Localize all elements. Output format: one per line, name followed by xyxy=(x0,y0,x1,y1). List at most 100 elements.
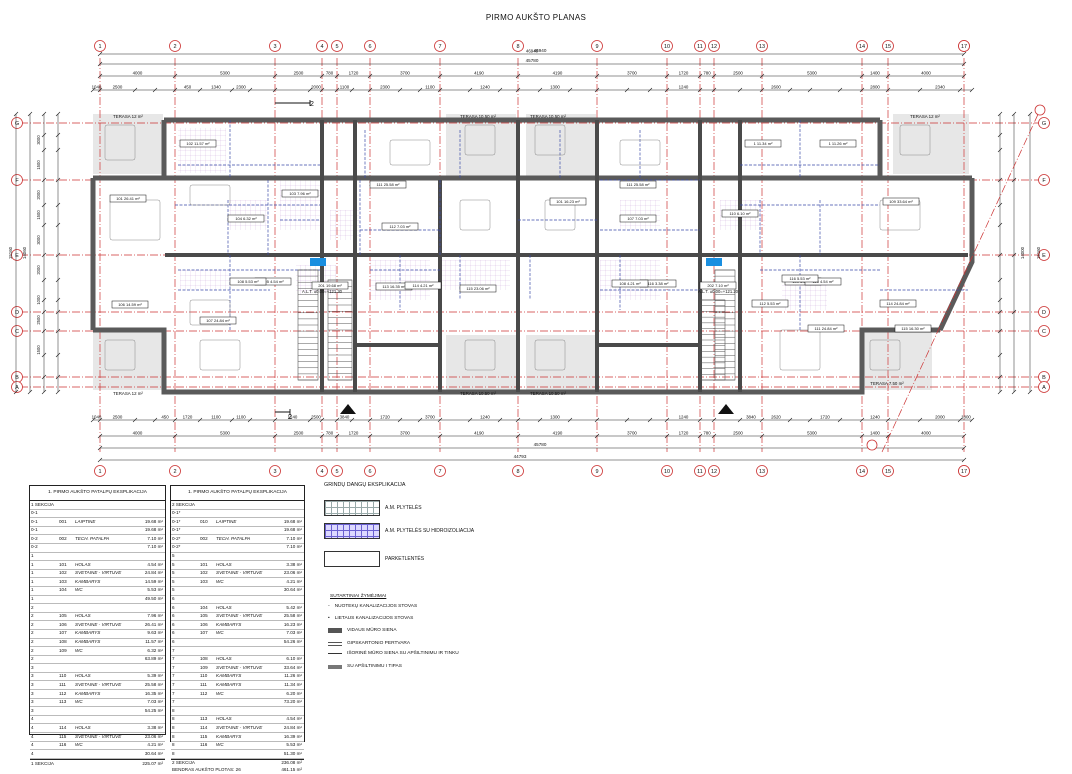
dimension-tick xyxy=(55,309,61,315)
dimension-tick xyxy=(247,87,253,93)
grid-column-bubble xyxy=(269,465,281,477)
table-cell: HOLAS xyxy=(216,605,232,610)
dimension-value: 3000 xyxy=(36,235,41,245)
room-tag: 111 24.84 m² xyxy=(815,326,839,331)
dimension-tick xyxy=(697,433,703,439)
legend-item-parquet: PARKETLENTĖS xyxy=(324,551,424,567)
room-tag: 101 26.41 m² xyxy=(116,196,140,201)
table-cell: KAMBARYS xyxy=(75,631,101,636)
dimension-tick xyxy=(90,417,96,423)
grid-row-label: B xyxy=(15,375,19,381)
room-tag: 1 11.26 m² xyxy=(829,141,848,146)
symbol-rain-riser: •LIETAUS KANALIZACIJOS STOVAS xyxy=(328,616,414,621)
room-tag-box xyxy=(879,299,917,308)
room-tag-box xyxy=(281,189,319,198)
dimension-tick xyxy=(1011,177,1017,183)
dimension-tick xyxy=(55,132,61,138)
legend-item-tiles-waterproof: A.M. PLYTELĖS SU HIDROIZOLIACIJA xyxy=(324,523,474,539)
dimension-tick xyxy=(997,328,1003,334)
dimension-tick xyxy=(229,417,235,423)
room-tag-box xyxy=(751,299,789,308)
grid-diagonal-bubble xyxy=(1034,104,1046,116)
dimension-tick xyxy=(97,73,103,79)
dimension-value: 2500 xyxy=(36,315,41,325)
dimension-tick xyxy=(197,417,203,423)
room-tag: 201 19.68 m² xyxy=(318,283,342,288)
table-cell: TECH. PATALPA xyxy=(216,536,251,541)
table-cell: 101 xyxy=(59,562,67,567)
symbol-gypsum-partition: GIPSKARTONIO PERTVARA xyxy=(328,641,410,646)
room-tag: 111 25.58 m² xyxy=(377,182,401,187)
table-cell: 1 xyxy=(31,562,34,567)
dimension-value: 1720 xyxy=(349,71,359,76)
grid-column-label: 15 xyxy=(885,44,891,50)
table-cell: 114 xyxy=(59,725,67,730)
table-cell: SVETAINĖ - VIRTUVĖ xyxy=(216,725,263,730)
table-cell: SVETAINĖ - VIRTUVĖ xyxy=(216,665,263,670)
dimension-value: 2300 xyxy=(380,85,390,90)
dimension-value: 14060 xyxy=(22,246,27,259)
dimension-tick xyxy=(567,417,573,423)
legend-item-tiles: A.M. PLYTELĖS xyxy=(324,500,422,516)
table-cell: KAMBARYS xyxy=(216,734,242,739)
dimension-tick xyxy=(334,417,340,423)
dimension-tick xyxy=(172,87,178,93)
table-cell: 1 xyxy=(31,588,34,593)
grid-column-label: 15 xyxy=(885,469,891,475)
table-cell: 49.50 m² xyxy=(144,597,163,602)
dimension-tick xyxy=(737,87,743,93)
dimension-value: 1720 xyxy=(679,71,689,76)
dimension-tick xyxy=(697,87,703,93)
grid-column-label: 10 xyxy=(664,44,670,50)
table-cell: HOLAS xyxy=(216,717,232,722)
table-cell: 19.68 m² xyxy=(144,528,163,533)
grid-column-label: 14 xyxy=(859,469,865,475)
dimension-value: 1400 xyxy=(870,71,880,76)
table-cell: LAIPTINĖ xyxy=(75,519,96,524)
dimension-tick xyxy=(97,61,103,67)
grid-column-bubble xyxy=(958,40,970,52)
table-cell: WC xyxy=(216,691,224,696)
grid-column-label: 17 xyxy=(961,44,967,50)
table-cell: 2 xyxy=(31,648,34,653)
dimension-tick xyxy=(594,73,600,79)
dimension-tick xyxy=(961,433,967,439)
table-row: 1 xyxy=(30,553,165,562)
table-row: 8 xyxy=(171,707,304,716)
table-cell: 114 xyxy=(200,725,208,730)
dimension-tick xyxy=(172,417,178,423)
dimension-value: 1720 xyxy=(349,431,359,436)
grid-row-bubble xyxy=(1038,174,1050,186)
table-cell: 7.10 m² xyxy=(286,545,302,550)
table-cell: SVETAINĖ - VIRTUVĖ xyxy=(216,571,263,576)
dimension-tick xyxy=(957,87,963,93)
grid-column-label: 6 xyxy=(368,44,371,50)
dimension-value: 2600 xyxy=(771,85,781,90)
table-cell: 3.38 m² xyxy=(286,562,302,567)
table-cell: WC xyxy=(216,579,224,584)
dimension-tick xyxy=(272,87,278,93)
dimension-tick xyxy=(13,111,19,117)
table-cell: 115 xyxy=(200,734,208,739)
table-row: 5 xyxy=(171,553,304,562)
table-cell: 2 xyxy=(31,657,34,662)
dimension-tick xyxy=(247,417,253,423)
table-cell: 7.10 m² xyxy=(147,536,163,541)
grid-row-label: D xyxy=(1042,310,1046,316)
grid-column-label: 13 xyxy=(759,469,765,475)
table-cell: 8 xyxy=(172,725,175,730)
table-total-value: 236.08 m² xyxy=(281,760,302,766)
dimension-tick xyxy=(367,87,373,93)
grid-column-label: 4 xyxy=(320,44,323,50)
table-cell: WC xyxy=(216,631,224,636)
furniture xyxy=(104,339,136,371)
